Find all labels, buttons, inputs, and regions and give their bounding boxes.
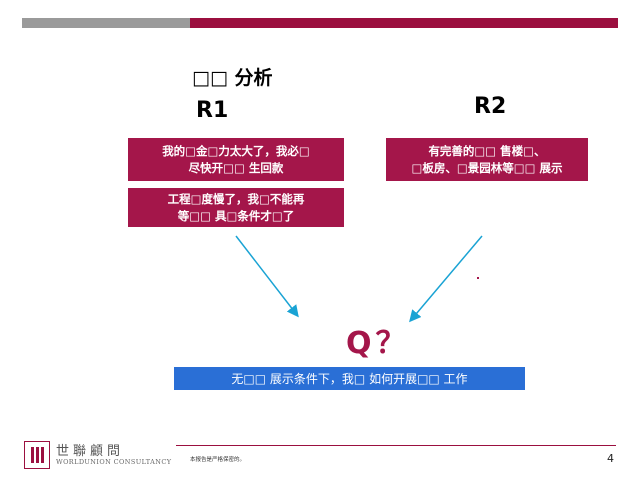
slide-title: □□ 分析	[192, 67, 273, 89]
dot-mark	[477, 277, 479, 279]
r1-box-2-line2: 等□□ 具□条件才□了	[177, 208, 295, 223]
question-text: 无□□ 展示条件下，我□ 如何开展□□ 工作	[231, 372, 468, 386]
r2-box-line1: 有完善的□□ 售楼□、	[428, 143, 546, 158]
logo-cn-text: 世聯顧問	[56, 444, 125, 459]
top-bar-red	[190, 18, 618, 28]
footnote: 本报告是严格保密的。	[190, 457, 246, 463]
page-number: 4	[607, 452, 614, 465]
r1-label: R1	[196, 98, 229, 123]
r1-box-2-line1: 工程□度慢了，我□不能再	[167, 191, 305, 206]
question-bar: 无□□ 展示条件下，我□ 如何开展□□ 工作	[174, 367, 525, 390]
question-mark: Q？	[346, 326, 410, 361]
logo-en-text: WORLDUNION CONSULTANCY	[56, 458, 172, 466]
r2-box: 有完善的□□ 售楼□、 □板房、□景园林等□□ 展示	[386, 138, 588, 181]
r1-box-2: 工程□度慢了，我□不能再 等□□ 具□条件才□了	[128, 188, 344, 227]
bottom-divider	[176, 445, 616, 446]
left-arrow	[235, 235, 299, 318]
logo-mark-icon	[24, 441, 50, 469]
logo: 世聯顧問 WORLDUNION CONSULTANCY	[24, 440, 184, 474]
right-arrow	[409, 235, 483, 323]
r1-box-1: 我的□金□力太大了，我必□ 尽快开□□ 生回款	[128, 138, 344, 181]
r2-label: R2	[474, 94, 507, 119]
r1-box-1-line2: 尽快开□□ 生回款	[188, 160, 284, 175]
r2-box-line2: □板房、□景园林等□□ 展示	[411, 160, 563, 175]
top-bar-gray	[22, 18, 190, 28]
r1-box-1-line1: 我的□金□力太大了，我必□	[162, 143, 310, 158]
